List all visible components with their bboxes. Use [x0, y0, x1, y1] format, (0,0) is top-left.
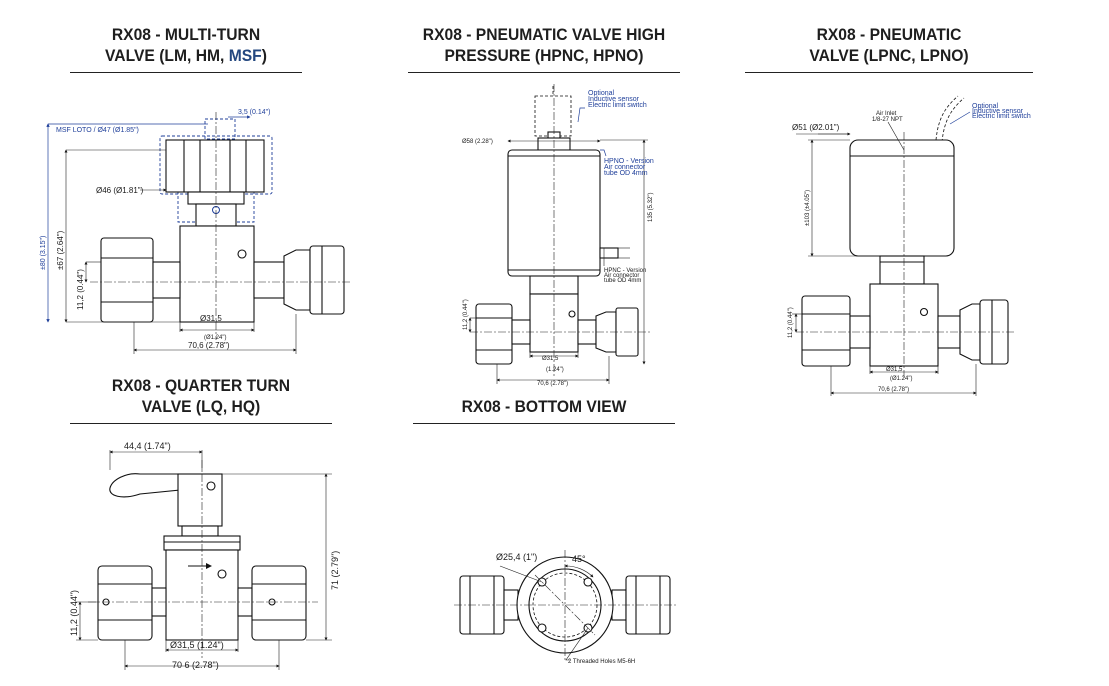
stem-dim: 3,5 (0.14"): [238, 109, 270, 116]
quarter-turn-title-rule: [70, 423, 332, 424]
bv-bolt-circle-dim: Ø25,4 (1"): [496, 552, 537, 562]
multi-turn-title-rule: [70, 72, 302, 73]
lp-sensor: Inductive sensor: [972, 108, 1024, 115]
hp-hpnc2: Air connector: [604, 273, 639, 279]
hp-sensor: Inductive sensor: [588, 96, 640, 103]
loto-dim: MSF LOTO / Ø47 (Ø1.85"): [56, 127, 139, 134]
hp-switch: Electric limit switch: [588, 102, 647, 109]
hp-height: 135 (5.32"): [648, 193, 654, 222]
lp-body-dia-in: (Ø1.24"): [890, 376, 912, 382]
qt-body-dia-dim: Ø31,5 (1.24"): [170, 640, 224, 650]
port-height-dim: 11,2 (0.44"): [76, 269, 85, 310]
lp-body-dia: Ø31,5: [886, 367, 903, 373]
hp-hpno-top2: Air connector: [604, 164, 646, 171]
threaded-hole: [583, 577, 593, 587]
msf-stem-outline: [204, 118, 236, 140]
hp-hpno-top1: HPNO - Version: [604, 158, 654, 165]
qt-port-height-dim: 11,2 (0.44"): [69, 590, 79, 636]
hp-width: 70,6 (2.78"): [537, 381, 568, 387]
bottom-view-title-line1: RX08 - BOTTOM VIEW: [461, 397, 627, 416]
hp-body-dia-in: (1.24"): [546, 367, 564, 373]
overall-height-dim: ±80 (3.15"): [40, 236, 47, 270]
lp-height: ±103 (±4.05"): [805, 190, 811, 226]
handle-dia-dim: Ø46 (Ø1.81"): [96, 186, 144, 195]
lp-width: 70,6 (2.78"): [878, 387, 909, 393]
pneumatic-hp-title-line1: RX08 - PNEUMATIC VALVE HIGH: [422, 25, 666, 44]
lp-air-inlet1: Air Inlet: [876, 111, 897, 117]
pneumatic-hp-title-line2: PRESSURE (HPNC, HPNO): [444, 46, 644, 65]
optional-sensor-outline: [534, 95, 572, 137]
bv-holes-note: 2 Threaded Holes M5-6H: [568, 659, 635, 665]
quarter-turn-title: RX08 - QUARTER TURN VALVE (LQ, HQ): [80, 375, 321, 417]
pneumatic-lp-title-line2: VALVE (LPNC, LPNO): [809, 46, 969, 65]
body-dia-in-dim: (Ø1.24"): [204, 335, 226, 341]
handle-hub: [177, 473, 223, 527]
lp-optional: Optional: [972, 103, 999, 110]
hp-actuator-dia: Ø58 (2.28"): [462, 139, 493, 145]
multi-turn-title: RX08 - MULTI-TURN VALVE (LM, HM, MSF): [79, 24, 292, 66]
width-dim: 70,6 (2.78"): [188, 341, 230, 350]
pneumatic-lp-title: RX08 - PNEUMATIC VALVE (LPNC, LPNO): [757, 24, 1022, 66]
hp-hpno-top3: tube OD 4mm: [604, 170, 648, 177]
lever-handle: [109, 473, 181, 498]
lp-air-inlet2: 1/8-27 NPT: [872, 117, 903, 123]
lp-switch: Electric limit switch: [972, 113, 1031, 120]
pneumatic-lp-title-line1: RX08 - PNEUMATIC: [816, 25, 962, 44]
bv-angle-dim: 45°: [572, 554, 586, 564]
pneumatic-hp-title-rule: [408, 72, 680, 73]
quarter-turn-title-line2: VALVE (LQ, HQ): [141, 397, 261, 416]
hp-hpnc1: HPNC - Version: [604, 268, 646, 274]
body-dia-dim: Ø31,5: [200, 314, 222, 323]
hp-optional: Optional: [588, 90, 615, 97]
quarter-turn-title-line1: RX08 - QUARTER TURN: [111, 376, 291, 395]
hp-body-dia: Ø31,5: [542, 356, 559, 362]
hp-port-height: 11,2 (0.44"): [463, 299, 469, 330]
qt-width-dim: 70 6 (2.78"): [172, 660, 219, 670]
height-dim: ±67 (2.64"): [56, 230, 65, 270]
sensor-wire: [935, 95, 959, 141]
qt-height-dim: 71 (2.79"): [330, 551, 340, 590]
lp-actuator-dia: Ø51 (Ø2.01"): [792, 123, 840, 132]
pneumatic-hp-title: RX08 - PNEUMATIC VALVE HIGH PRESSURE (HP…: [419, 24, 669, 66]
hp-hpnc3: tube OD 4mm: [604, 278, 641, 284]
multi-turn-title-line1: RX08 - MULTI-TURN: [111, 25, 261, 44]
bottom-view-title: RX08 - BOTTOM VIEW: [423, 396, 664, 417]
qt-handle-dim: 44,4 (1.74"): [124, 441, 171, 451]
right-fitting: [309, 245, 345, 315]
threaded-hole: [537, 623, 547, 633]
bottom-view-title-rule: [413, 423, 675, 424]
pneumatic-lp-title-rule: [745, 72, 1033, 73]
multi-turn-title-line2: VALVE (LM, HM, MSF): [105, 46, 267, 65]
lp-port-height: 11,2 (0.44"): [788, 307, 794, 338]
msf-highlight: MSF: [228, 46, 262, 65]
